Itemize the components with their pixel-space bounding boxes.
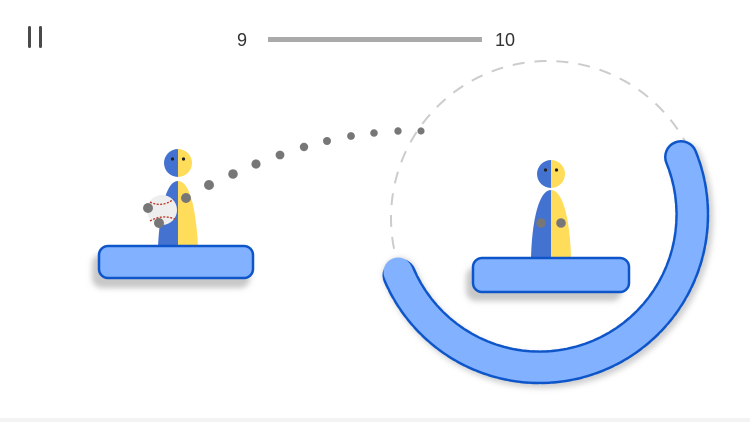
left-platform	[97, 244, 255, 280]
target-character[interactable]	[531, 160, 571, 258]
pause-icon-bar-right	[39, 26, 42, 48]
thrower-hand-back	[143, 203, 153, 213]
baseball-icon	[147, 195, 177, 225]
next-level-label: 10	[495, 30, 516, 50]
level-progress-fill	[268, 37, 482, 42]
current-level-label: 9	[237, 30, 248, 50]
throw-trajectory	[181, 127, 425, 203]
level-progress-bar	[268, 37, 482, 42]
bottom-edge	[0, 418, 750, 422]
rotating-shield[interactable]	[381, 140, 714, 389]
thrower-hand-front	[154, 218, 164, 228]
right-platform	[471, 256, 631, 294]
pause-icon-bar-left	[28, 26, 31, 48]
pause-button[interactable]	[24, 24, 52, 52]
